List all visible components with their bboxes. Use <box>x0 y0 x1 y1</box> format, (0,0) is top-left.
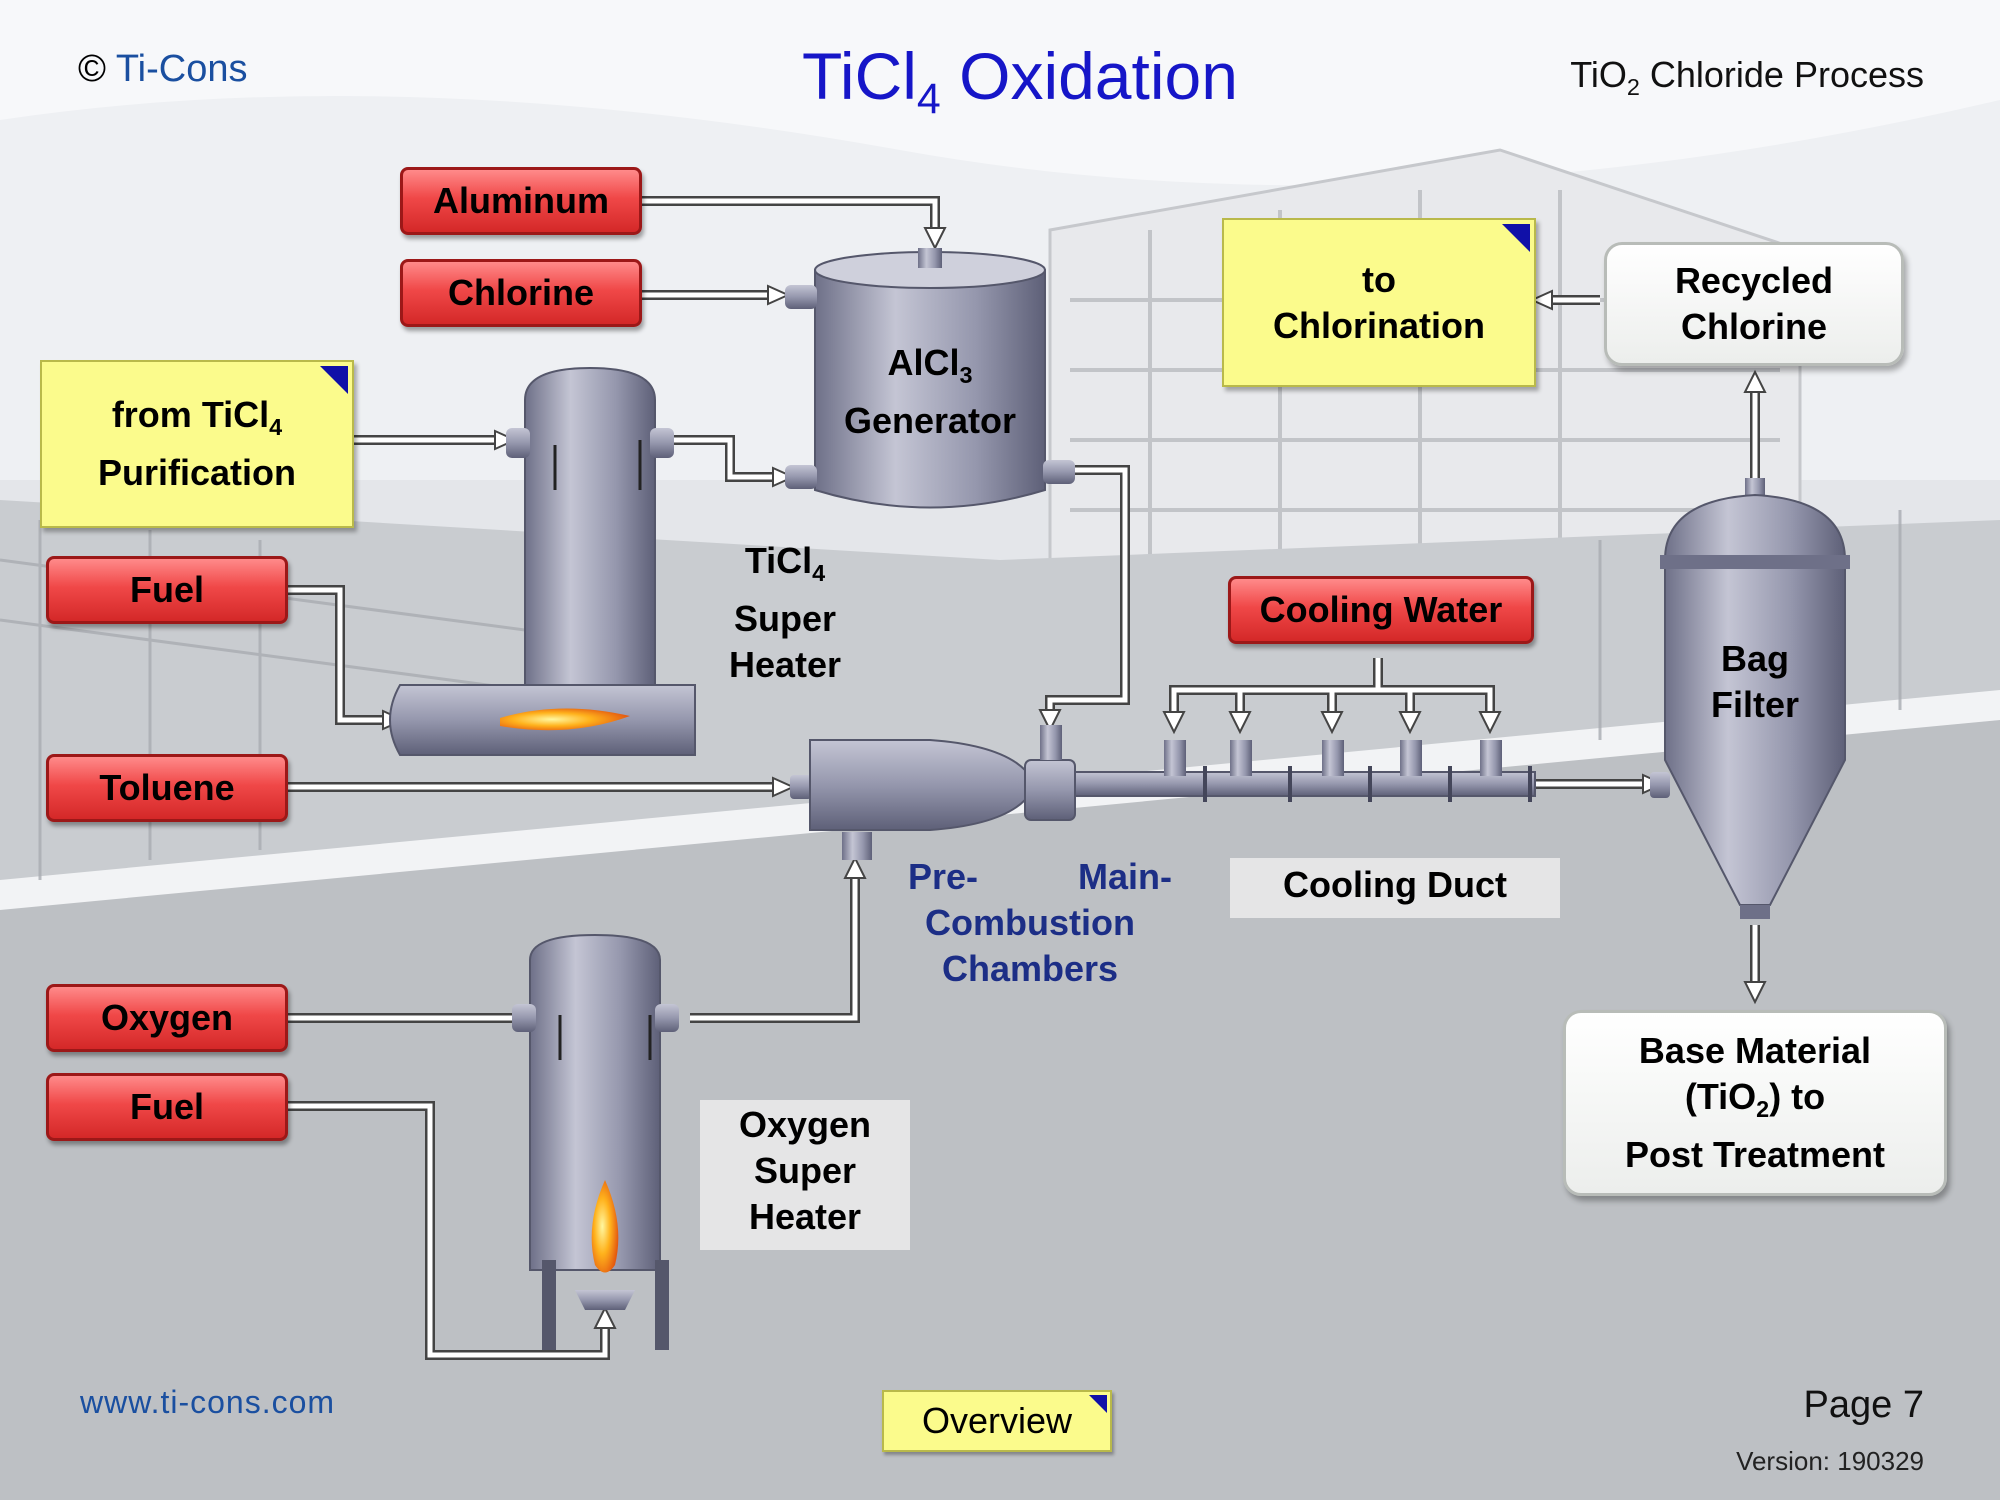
ticl4-super-heater-label: TiCl4 Super Heater <box>700 538 870 688</box>
page-number: Page 7 <box>1803 1384 1924 1426</box>
process-suffix: Chloride Process <box>1639 54 1924 95</box>
recycled-l2: Chlorine <box>1680 306 1827 347</box>
oxygen-input-button[interactable]: Oxygen <box>46 984 288 1052</box>
copyright-brand: © Ti-Cons <box>78 48 247 91</box>
cooling-water-label: Cooling Water <box>1259 589 1503 630</box>
alcl3-l2: Generator <box>843 400 1017 442</box>
title-suffix: Oxidation <box>940 39 1238 113</box>
bag-l2: Filter <box>1710 684 1799 725</box>
ticl4-heater-l3: Heater <box>728 644 842 686</box>
from-purification-l2: Purification <box>97 452 297 494</box>
ticl4-heater-l2: Super <box>733 598 837 640</box>
ticl4-heater-sub: 4 <box>812 560 826 587</box>
link-corner-icon <box>320 366 348 394</box>
pre-chamber-label: Pre- <box>908 856 979 897</box>
fuel-bottom-input-button[interactable]: Fuel <box>46 1073 288 1141</box>
link-corner-icon <box>1502 224 1530 252</box>
base-l3: Post Treatment <box>1624 1134 1886 1176</box>
process-prefix: TiO <box>1570 54 1627 95</box>
chlorine-label: Chlorine <box>447 272 594 313</box>
from-purification-text: from TiCl4 Purification <box>98 392 296 496</box>
oxygen-heater-l2: Super <box>753 1150 857 1191</box>
alcl3-prefix: AlCl <box>887 342 960 383</box>
alcl3-generator-vessel <box>785 248 1075 509</box>
aluminum-input-button[interactable]: Aluminum <box>400 167 642 235</box>
base-l2-sub: 2 <box>1756 1096 1770 1123</box>
toluene-input-button[interactable]: Toluene <box>46 754 288 822</box>
link-corner-icon <box>1089 1395 1107 1413</box>
bag-filter-label: Bag Filter <box>1680 636 1830 728</box>
fuel-bottom-label: Fuel <box>129 1086 204 1127</box>
chambers-text: Chambers <box>941 948 1119 989</box>
oxygen-heater-l3: Heater <box>748 1196 862 1237</box>
flow-arrows <box>382 227 1767 1329</box>
process-subtitle: TiO2 Chloride Process <box>1570 54 1924 101</box>
from-purification-l1-sub: 4 <box>269 414 283 441</box>
ticl4-heater-prefix: TiCl <box>744 540 813 581</box>
fuel-top-input-button[interactable]: Fuel <box>46 556 288 624</box>
from-purification-link[interactable]: from TiCl4 Purification <box>40 360 354 528</box>
brand-name: Ti-Cons <box>115 48 248 90</box>
alcl3-sub: 3 <box>959 362 973 389</box>
main-chamber-label: Main- <box>1078 856 1172 897</box>
version-text: Version: 190329 <box>1736 1446 1924 1476</box>
bag-filter-vessel <box>1650 478 1850 919</box>
toluene-label: Toluene <box>99 767 235 808</box>
to-chlorination-text: to Chlorination <box>1273 257 1485 349</box>
page-title: TiCl4 Oxidation <box>770 38 1270 124</box>
title-prefix: TiCl <box>802 39 917 113</box>
ticl4-super-heater-vessel <box>389 366 696 756</box>
overview-button[interactable]: Overview <box>882 1390 1112 1452</box>
chlorine-input-button[interactable]: Chlorine <box>400 259 642 327</box>
website-link[interactable]: www.ti-cons.com <box>80 1384 336 1420</box>
oxygen-heater-l1: Oxygen <box>738 1104 872 1145</box>
aluminum-label: Aluminum <box>433 180 609 221</box>
from-purification-l1-prefix: from TiCl <box>111 393 270 435</box>
cooling-duct-pipe <box>1074 740 1536 802</box>
alcl3-generator-label: AlCl3 Generator <box>820 340 1040 444</box>
process-sub: 2 <box>1626 74 1640 101</box>
combustion-chambers <box>790 725 1076 860</box>
combustion-text: Combustion <box>925 902 1135 943</box>
title-sub: 4 <box>916 75 941 124</box>
overview-label: Overview <box>921 1400 1073 1441</box>
recycled-l1: Recycled <box>1674 260 1834 301</box>
base-l2-suffix: ) to <box>1769 1075 1826 1117</box>
copyright-symbol: © <box>78 48 106 90</box>
oxygen-label: Oxygen <box>100 997 234 1038</box>
to-chlorination-l2: Chlorination <box>1273 304 1485 346</box>
cooling-water-input-button[interactable]: Cooling Water <box>1228 576 1534 644</box>
oxygen-super-heater-vessel <box>512 933 679 1350</box>
cooling-duct-label: Cooling Duct <box>1230 858 1560 918</box>
fuel-top-label: Fuel <box>129 569 204 610</box>
oxygen-super-heater-label: Oxygen Super Heater <box>700 1100 910 1250</box>
to-chlorination-l1: to <box>1362 258 1396 300</box>
base-l2-prefix: (TiO <box>1684 1075 1757 1117</box>
base-material-box: Base Material (TiO2) to Post Treatment <box>1563 1010 1947 1196</box>
base-l1: Base Material <box>1638 1029 1872 1071</box>
combustion-chambers-label: Combustion Chambers <box>905 900 1155 992</box>
bag-l1: Bag <box>1720 638 1789 679</box>
to-chlorination-link[interactable]: to Chlorination <box>1222 218 1536 387</box>
